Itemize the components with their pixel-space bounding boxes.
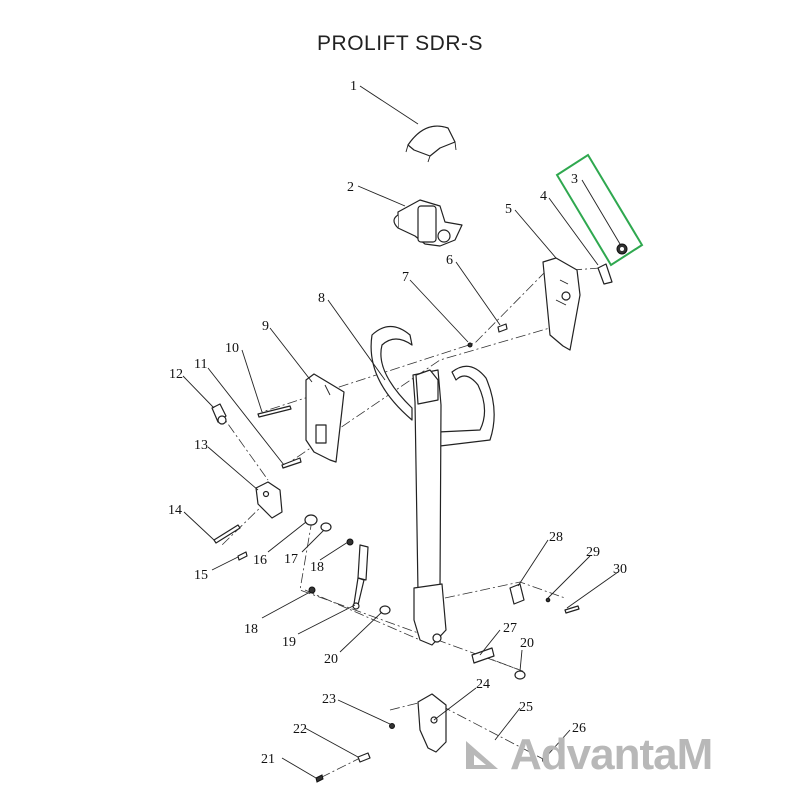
part-24-lower-bracket: [417, 693, 447, 753]
watermark: AdvantaM: [462, 730, 713, 780]
part-14-screw: [213, 524, 241, 544]
part-18-nut-lower: [308, 586, 316, 594]
part-29-washer: [545, 597, 551, 603]
callout-11: 11: [194, 357, 207, 372]
part-12-valve: [211, 403, 227, 425]
callout-23: 23: [322, 692, 336, 707]
part-23-screw: [389, 723, 395, 729]
callout-20-right: 20: [520, 636, 534, 651]
callout-21: 21: [261, 752, 275, 767]
callout-17: 17: [284, 552, 298, 567]
part-6-pin: [497, 323, 508, 333]
part-30-screw: [564, 605, 580, 614]
part-3-nut: [616, 243, 628, 255]
callout-8: 8: [318, 291, 325, 306]
callout-20-left: 20: [324, 652, 338, 667]
callout-3: 3: [571, 172, 578, 187]
callout-4: 4: [540, 189, 547, 204]
callout-13: 13: [194, 438, 208, 453]
part-4-clip: [597, 263, 613, 285]
leader-lines: [182, 85, 621, 779]
callout-18-lower: 18: [244, 622, 258, 637]
callout-7: 7: [402, 270, 409, 285]
diagram-title: PROLIFT SDR-S: [317, 32, 483, 55]
callout-19: 19: [282, 635, 296, 650]
part-17-bushing: [320, 522, 332, 532]
advantam-logo-icon: [466, 741, 498, 769]
callout-24: 24: [476, 677, 490, 692]
callout-14: 14: [168, 503, 182, 518]
part-19-gas-spring: [352, 544, 369, 610]
part-15-screw: [237, 551, 248, 561]
part-7-screw: [467, 342, 473, 348]
callout-6: 6: [446, 253, 453, 268]
part-11-bolt: [281, 457, 302, 469]
highlight-box-part-3: [555, 153, 644, 267]
callout-28: 28: [549, 530, 563, 545]
part-20-washer-right: [514, 670, 526, 680]
callout-22: 22: [293, 722, 307, 737]
part-21-screw: [315, 774, 324, 783]
part-5-cover-plate: [542, 257, 581, 351]
callout-26: 26: [572, 721, 586, 736]
part-13-bracket: [255, 481, 283, 519]
part-18-nut-upper: [346, 538, 354, 546]
part-16-roller: [304, 514, 318, 526]
assembly-lines: [217, 267, 601, 779]
callout-16: 16: [253, 553, 267, 568]
callout-10: 10: [225, 341, 239, 356]
callout-9: 9: [262, 319, 269, 334]
callout-15: 15: [194, 568, 208, 583]
part-10-bolt: [257, 405, 292, 418]
callout-1: 1: [350, 79, 357, 94]
part-22-plate: [357, 752, 371, 763]
callout-18-upper: 18: [310, 560, 324, 575]
part-8-handle: [370, 325, 495, 646]
part-20-washer-left: [379, 605, 391, 615]
callout-labels: 1 2 3 4 5 6 7 8 9 10 11 12 13 14 15 16 1…: [168, 79, 627, 767]
callout-5: 5: [505, 202, 512, 217]
part-9-side-plate: [305, 373, 345, 463]
callout-27: 27: [503, 621, 517, 636]
part-1-top-cover: [405, 125, 457, 163]
part-2-control-head: [393, 199, 463, 247]
callout-30: 30: [613, 562, 627, 577]
callout-12: 12: [169, 367, 183, 382]
callout-2: 2: [347, 180, 354, 195]
part-27-pin: [471, 647, 495, 664]
callout-29: 29: [586, 545, 600, 560]
part-28-block: [509, 583, 525, 605]
callout-25: 25: [519, 700, 533, 715]
watermark-text: AdvantaM: [510, 730, 713, 779]
